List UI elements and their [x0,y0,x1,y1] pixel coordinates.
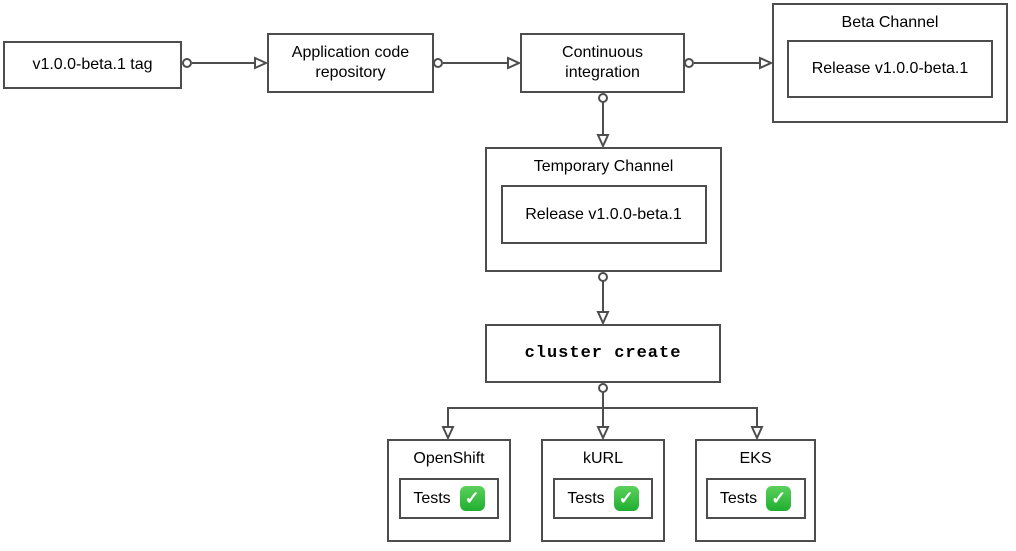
kurl-tests-label: Tests [567,489,605,507]
node-cluster-kurl: kURL Tests ✓ [541,439,665,542]
node-cluster-create: cluster create [485,324,721,383]
node-version-tag: v1.0.0-beta.1 tag [3,41,182,89]
check-icon: ✓ [766,486,792,511]
eks-tests-label: Tests [719,489,758,507]
openshift-tests-label: Tests [413,489,451,507]
beta-channel-release-box: Release v1.0.0-beta.1 [787,40,993,98]
temporary-channel-release-label: Release v1.0.0-beta.1 [525,205,682,223]
check-icon: ✓ [613,486,639,511]
beta-channel-title: Beta Channel [841,14,939,31]
openshift-tests-box: Tests ✓ [399,478,499,519]
temporary-channel-release-box: Release v1.0.0-beta.1 [500,185,707,244]
node-continuous-integration-label: Continuous integration [562,44,643,81]
temporary-channel-title: Temporary Channel [533,158,674,175]
node-app-repo-label: Application code repository [291,44,410,81]
node-continuous-integration: Continuous integration [520,33,685,93]
kurl-title: kURL [582,450,623,467]
beta-channel-release-label: Release v1.0.0-beta.1 [811,60,969,77]
cluster-create-command: cluster create [524,343,682,363]
eks-tests-box: Tests ✓ [705,478,806,519]
node-temporary-channel: Temporary Channel Release v1.0.0-beta.1 [485,147,722,272]
node-cluster-eks: EKS Tests ✓ [695,439,816,542]
node-beta-channel: Beta Channel Release v1.0.0-beta.1 [772,3,1008,123]
node-cluster-openshift: OpenShift Tests ✓ [387,439,511,542]
openshift-title: OpenShift [413,450,485,467]
eks-title: EKS [739,450,772,467]
check-icon: ✓ [459,486,485,511]
node-app-repo: Application code repository [267,33,434,93]
kurl-tests-box: Tests ✓ [553,478,653,519]
node-version-tag-label: v1.0.0-beta.1 tag [32,56,153,73]
